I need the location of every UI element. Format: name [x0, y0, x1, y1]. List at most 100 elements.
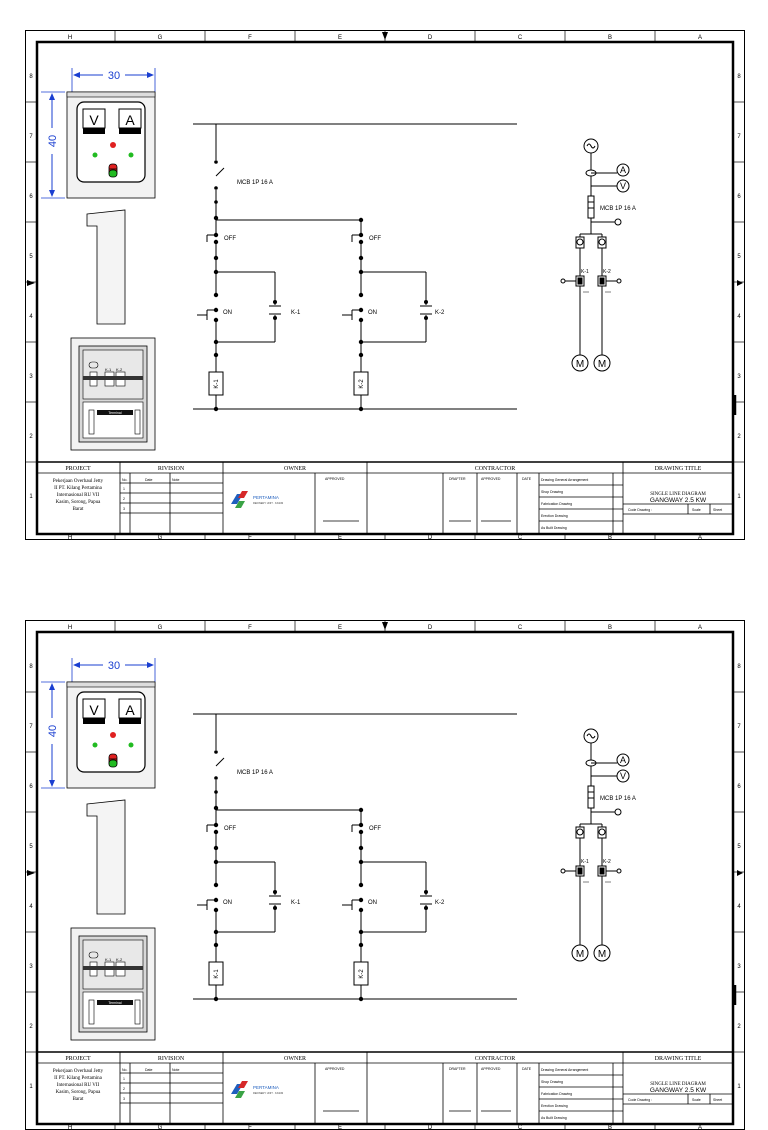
green-lamp-right	[128, 742, 134, 748]
grid-row-label: 7	[737, 724, 741, 730]
grid-row-label: 5	[737, 254, 741, 260]
code-drawing-label: Code Drawing :	[628, 508, 652, 512]
sld-mcb-symbol	[587, 785, 595, 809]
voltmeter-symbol	[616, 179, 630, 193]
revision-col-date: Date	[145, 1068, 152, 1072]
pertamina-logo: PERTAMINA REFINERY UNIT · KASIM	[231, 1081, 283, 1098]
grid-row-label: 1	[29, 494, 33, 500]
grid-col-label: A	[698, 35, 702, 41]
contractor-col-drafter: DRAFTER	[449, 1067, 466, 1071]
grid-row-label: 3	[737, 374, 741, 380]
revision-col-no: No.	[122, 478, 127, 482]
coil-k2-label: K-2	[359, 379, 365, 389]
grid-row-label: 7	[29, 134, 33, 140]
height-dimension	[41, 681, 65, 789]
grid-col-label: F	[248, 625, 252, 631]
motor-1-symbol	[571, 354, 589, 372]
revision-col-no: No.	[122, 1068, 127, 1072]
grid-row-label: 6	[737, 784, 741, 790]
grid-col-label: B	[608, 1125, 612, 1130]
coil-k2-label: K-2	[359, 969, 365, 979]
ammeter-symbol	[616, 753, 630, 767]
code-drawing-label: Code Drawing :	[628, 1098, 652, 1102]
drawing-type: As Built Drawing	[541, 1116, 567, 1120]
grid-row-label: 3	[29, 374, 33, 380]
holding-contact-k2-label: K-2	[435, 900, 445, 906]
grid-row-label: 7	[29, 724, 33, 730]
terminal-strip-left	[88, 409, 95, 435]
motor-2-symbol	[593, 354, 611, 372]
width-dimension	[71, 658, 156, 682]
single-line-diagram	[560, 138, 630, 372]
revision-row: 1	[123, 487, 125, 491]
revision-col-date: Date	[145, 478, 152, 482]
project-line: Internasional RU VII	[57, 493, 100, 498]
height-dimension-label: 40	[47, 725, 59, 737]
mcb-label: MCB 1P 16 A	[237, 180, 273, 186]
scale-label: Scale	[692, 1098, 701, 1102]
sld-mcb-label: MCB 1P 16 A	[600, 796, 636, 802]
coil-k1-label: K-1	[214, 969, 220, 979]
project-line: Barat	[73, 1097, 84, 1102]
drawing-type: As Built Drawing	[541, 526, 567, 530]
terminal-strip-left	[88, 999, 95, 1025]
width-dimension-label: 30	[108, 660, 120, 672]
pertamina-logo: PERTAMINA REFINERY UNIT · KASIM	[231, 491, 283, 508]
grid-row-label: 4	[29, 904, 33, 910]
grid-row-label: 8	[737, 664, 741, 670]
grid-col-label: B	[608, 535, 612, 540]
drawing-type: Fabrication Drawing	[541, 1092, 572, 1096]
grid-col-label: E	[338, 625, 342, 631]
panel-internal-layout: K-1 K-2 Terminal	[70, 337, 156, 451]
coil-k1-label: K-1	[214, 379, 220, 389]
green-lamp-right	[128, 152, 134, 158]
drawing-type: Erection Drawing	[541, 514, 568, 518]
sheet-label: Sheet	[713, 508, 722, 512]
voltmeter-label: V	[89, 112, 99, 128]
grid-row-label: 2	[29, 1024, 33, 1030]
revision-row: 2	[123, 497, 125, 501]
control-circuit	[193, 123, 517, 410]
grid-row-label: 4	[29, 314, 33, 320]
grid-references: H G F E D C B A H G F E D C B A 8 7 6 5 …	[25, 30, 745, 540]
panel-front-view: 30 40 V A	[41, 658, 156, 789]
owner-header: OWNER	[284, 1056, 306, 1062]
height-dimension-label: 40	[47, 135, 59, 147]
revision-row: 3	[123, 507, 125, 511]
drawing-type: Fabrication Drawing	[541, 502, 572, 506]
coil-k1	[208, 371, 224, 396]
grid-row-label: 2	[737, 1024, 741, 1030]
grid-col-label: A	[698, 1125, 702, 1130]
panel-front-view: 30 40 V A	[41, 68, 156, 199]
drawing-sheet-1: H G F E D C B A H G F E D C B A 8 7 6 5 …	[25, 30, 745, 540]
start-pushbutton	[108, 759, 118, 768]
motor-1-label: M	[576, 359, 584, 370]
drawing-type: Erection Drawing	[541, 1104, 568, 1108]
grid-row-label: 6	[29, 784, 33, 790]
grid-row-label: 5	[29, 844, 33, 850]
grid-row-label: 6	[29, 194, 33, 200]
panel-k1-label: K-1	[105, 367, 112, 372]
mcb-switch-blade	[215, 167, 225, 177]
coil-k1	[208, 961, 224, 986]
owner-logo-subtext: REFINERY UNIT · KASIM	[253, 1091, 283, 1095]
drawing-type: Shop Drawing	[541, 1080, 563, 1084]
width-dimension-label: 30	[108, 70, 120, 82]
drawing-title-line-2: GANGWAY 2.5 KW	[650, 1087, 707, 1094]
grid-row-label: 1	[29, 1084, 33, 1090]
grid-col-label: C	[518, 1125, 523, 1130]
width-dimension	[71, 68, 156, 92]
project-line: II PT. Kilang Pertamina	[54, 1076, 102, 1081]
contractor-col-approved: APPROVED	[481, 477, 501, 481]
grid-row-label: 3	[737, 964, 741, 970]
green-lamp-left	[92, 152, 98, 158]
drawing-title-line-1: SINGLE LINE DIAGRAM	[650, 492, 706, 497]
grid-col-label: B	[608, 625, 612, 631]
owner-header: OWNER	[284, 466, 306, 472]
grid-row-label: 5	[29, 254, 33, 260]
project-header: PROJECT	[65, 1056, 91, 1062]
terminal-label: Terminal	[108, 411, 121, 415]
on-pushbutton-label-1: ON	[223, 310, 232, 316]
owner-approved-label: APPROVED	[325, 477, 345, 481]
grid-row-label: 2	[737, 434, 741, 440]
